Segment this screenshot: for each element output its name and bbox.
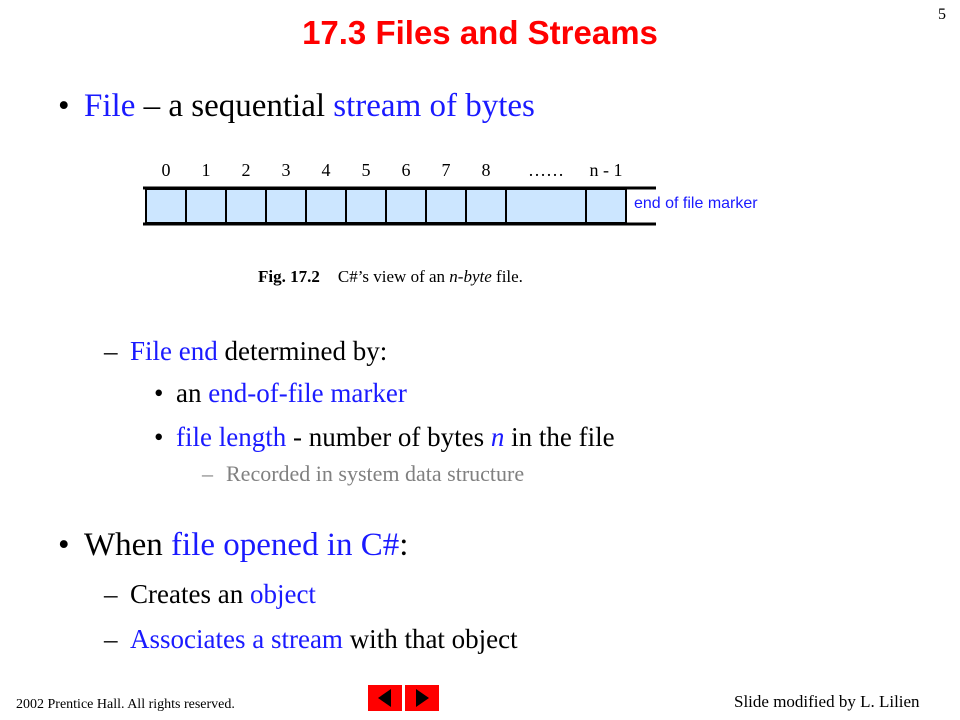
byte-index-label: 6 [401, 160, 411, 180]
figure-caption-italic: n-byte [449, 267, 492, 286]
sub-associates-stream: –Associates a stream with that object [104, 624, 518, 655]
byte-cell [585, 188, 627, 224]
figure-caption-label: Fig. 17.2 [258, 267, 320, 286]
byte-cell [345, 188, 387, 224]
byte-index-label: 4 [321, 160, 331, 180]
byte-cell [385, 188, 427, 224]
bullet-opened-text: When [84, 527, 172, 563]
byte-index-label: 1 [201, 160, 211, 180]
item-length-end: in the file [504, 422, 615, 452]
bullet-file-opened: • When file opened in C#: [58, 527, 408, 564]
sub-associates-text: with that object [342, 624, 518, 654]
bullet-file-text: – a sequential [135, 88, 334, 124]
copyright-text: 2002 Prentice Hall. All rights reserved. [16, 697, 235, 712]
sub-creates-object: –Creates an object [104, 579, 316, 610]
bullet-marker: • [58, 527, 70, 563]
bullet-marker: • [58, 88, 70, 124]
keyword-end-of-file-marker: end-of-file marker [208, 378, 407, 408]
page-number: 5 [938, 6, 946, 23]
page-title: 17.3 Files and Streams [302, 14, 658, 51]
previous-slide-button[interactable] [368, 685, 402, 711]
byte-cell [505, 188, 587, 224]
item-recorded-text: Recorded in system data structure [226, 461, 525, 486]
figure-caption-end: file. [491, 267, 523, 286]
keyword-file-length: file length [176, 422, 287, 452]
keyword-file-opened: file opened in C# [171, 527, 400, 563]
byte-cell [465, 188, 507, 224]
right-arrow-icon [416, 689, 429, 707]
item-length-text: - number of bytes [286, 422, 491, 452]
dash-marker: – [104, 624, 118, 654]
byte-index-label: 7 [441, 160, 451, 180]
bullet-file: • File – a sequential stream of bytes [58, 88, 535, 125]
dash-marker: – [104, 336, 118, 366]
bullet-marker: • [154, 422, 164, 452]
byte-cell [145, 188, 187, 224]
byte-index-label: 3 [281, 160, 291, 180]
sub-file-end-text: determined by: [217, 336, 388, 366]
byte-index-label: 8 [481, 160, 491, 180]
byte-cell [305, 188, 347, 224]
byte-index-label: n - 1 [589, 160, 623, 180]
modified-by: Slide modified by L. Lilien [734, 692, 920, 711]
dash-marker: – [202, 461, 213, 486]
byte-cell [265, 188, 307, 224]
keyword-file-end: File end [130, 336, 218, 366]
byte-index-row: 0 1 2 3 4 5 6 7 8 …… n - 1 [140, 160, 640, 182]
figure-caption-text: C#’s view of an [337, 267, 450, 286]
figure-caption: Fig. 17.2 C#’s view of an n-byte file. [258, 267, 523, 287]
keyword-n: n [490, 422, 505, 452]
dash-marker: – [104, 579, 118, 609]
byte-index-label: 2 [241, 160, 251, 180]
bullet-opened-end: : [399, 527, 409, 563]
keyword-stream-of-bytes: stream of bytes [333, 88, 535, 124]
next-slide-button[interactable] [405, 685, 439, 711]
keyword-associates-a-stream: Associates a stream [130, 624, 343, 654]
keyword-object: object [249, 579, 316, 609]
item-recorded: –Recorded in system data structure [202, 461, 524, 487]
item-file-length: • file length - number of bytes n in the … [154, 422, 615, 453]
copyright-notice: 2002 Prentice Hall. All rights reserved. [16, 697, 235, 713]
byte-index-label: 0 [161, 160, 171, 180]
byte-cell [185, 188, 227, 224]
byte-cell [425, 188, 467, 224]
item-eof-marker: • an end-of-file marker [154, 378, 407, 409]
bullet-marker: • [154, 378, 164, 408]
left-arrow-icon [378, 689, 391, 707]
byte-index-label: …… [528, 160, 564, 180]
item-eof-text: an [176, 378, 209, 408]
eof-marker-label: end of file marker [634, 195, 758, 212]
file-byte-bar [143, 186, 656, 226]
sub-creates-text: Creates an [130, 579, 250, 609]
keyword-file: File [84, 88, 136, 124]
byte-cell [225, 188, 267, 224]
byte-index-label: 5 [361, 160, 371, 180]
sub-file-end: –File end determined by: [104, 336, 387, 367]
